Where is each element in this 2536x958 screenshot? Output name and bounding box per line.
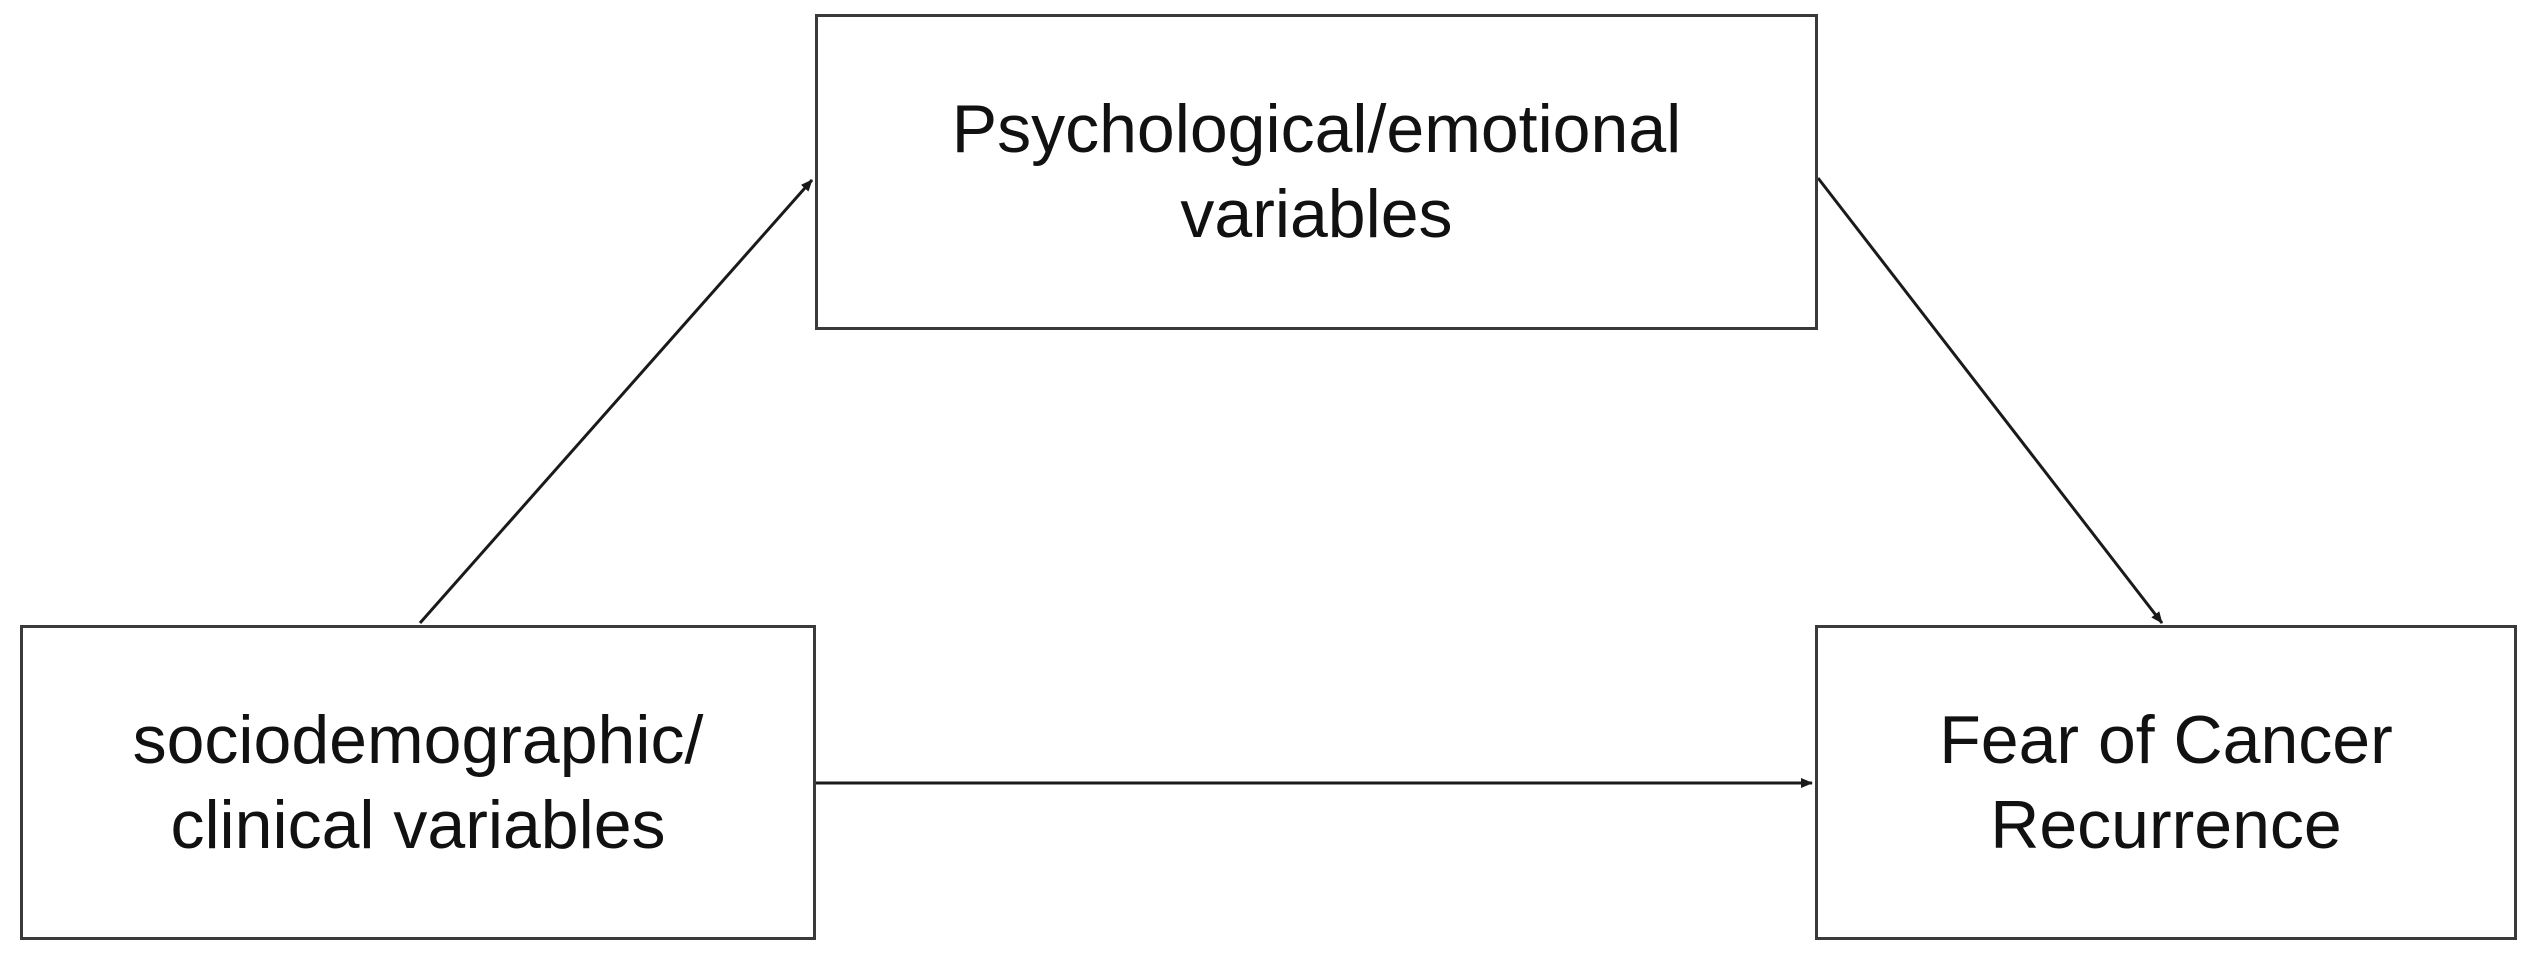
psychological-emotional-box: Psychological/emotional variables: [815, 14, 1818, 330]
sociodemographic-line-1: sociodemographic/: [132, 701, 704, 778]
psychological-line-2: variables: [1180, 176, 1453, 252]
fcr-line-2: Recurrence: [1990, 786, 2342, 863]
arrow-socio-to-psych: [418, 179, 814, 624]
psychological-line-1: Psychological/emotional: [951, 91, 1682, 167]
sociodemographic-line-2: clinical variables: [170, 786, 666, 863]
arrow-psych-to-fcr: [1816, 177, 2164, 624]
fear-of-cancer-recurrence-box: Fear of Cancer Recurrence: [1815, 625, 2517, 940]
sociodemographic-clinical-box: sociodemographic/ clinical variables: [20, 625, 816, 940]
fcr-line-1: Fear of Cancer: [1939, 701, 2393, 778]
